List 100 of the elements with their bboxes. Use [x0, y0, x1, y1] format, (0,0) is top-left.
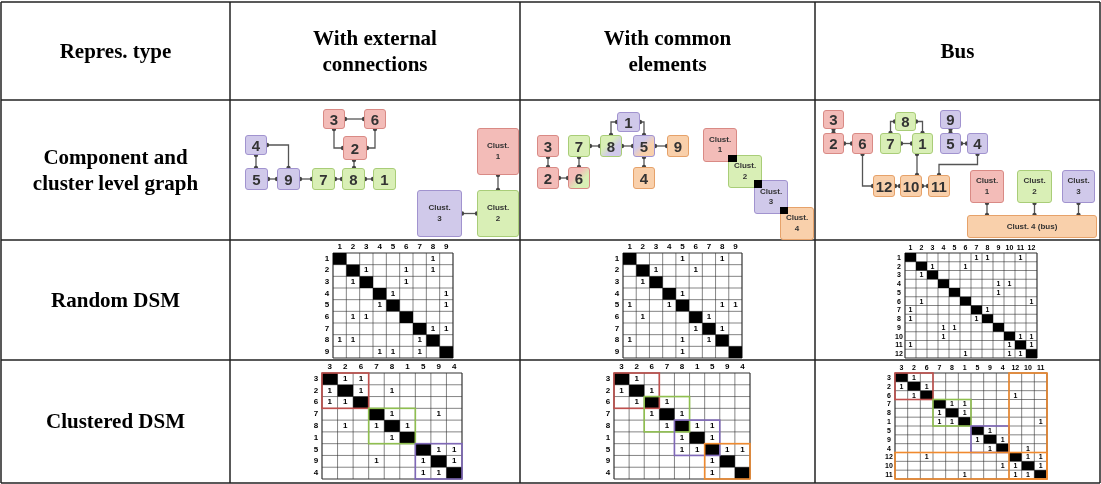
matrix-entry: 1 — [710, 469, 715, 478]
matrix-entry: 1 — [430, 266, 436, 275]
node-box: 8 — [342, 168, 365, 190]
matrix-entry: 1 — [436, 445, 441, 454]
column-number: 3 — [653, 243, 659, 251]
column-number: 8 — [719, 243, 725, 251]
matrix-entry: 1 — [627, 301, 632, 310]
matrix-entry: 1 — [405, 422, 410, 430]
node-box: 3 — [323, 109, 345, 129]
column-number: 8 — [389, 363, 395, 371]
matrix-entry: 1 — [358, 386, 364, 395]
column-number: 8 — [679, 363, 685, 371]
node-box: 4 — [245, 135, 267, 155]
node-box: 10 — [900, 175, 922, 197]
column-number: 3 — [619, 363, 624, 371]
cluster-box: Clust. 3 — [1062, 170, 1095, 203]
matrix-entry: 1 — [710, 457, 715, 466]
matrix-entry: 1 — [444, 301, 449, 310]
matrix-entry: 1 — [404, 266, 409, 275]
row-number: 5 — [324, 301, 330, 310]
row-number: 6 — [324, 313, 330, 322]
column-header: With external connections — [312, 24, 438, 78]
node-box: 9 — [940, 110, 961, 129]
row-number: 8 — [324, 336, 330, 345]
cluster-box: Clust. 1 — [970, 170, 1004, 203]
row-header: Component and cluster level graph — [31, 143, 200, 197]
row-number: 3 — [605, 374, 611, 383]
matrix-entry: 1 — [634, 374, 639, 383]
matrix-entry: 1 — [740, 445, 745, 454]
matrix-entry: 1 — [719, 301, 725, 310]
matrix-entry: 1 — [374, 422, 379, 430]
row-number: 2 — [614, 266, 620, 275]
column-number: 3 — [327, 363, 332, 371]
matrix-entry: 1 — [627, 336, 632, 345]
row-number: 2 — [324, 266, 330, 275]
node-box: 8 — [600, 135, 622, 157]
node-box: 11 — [928, 175, 950, 197]
matrix-entry: 1 — [679, 433, 685, 442]
node-box: 3 — [823, 110, 844, 129]
column-number: 9 — [436, 363, 441, 371]
matrix-entry: 1 — [430, 254, 436, 263]
matrix-entry: 1 — [680, 289, 685, 298]
column-number: 2 — [343, 363, 348, 371]
row-number: 8 — [313, 422, 319, 430]
column-number: 6 — [404, 243, 409, 251]
matrix-entry: 1 — [436, 410, 441, 419]
column-header: Repres. type — [59, 37, 172, 65]
matrix-entry: 1 — [634, 398, 639, 407]
column-number: 6 — [649, 363, 654, 371]
column-number: 5 — [390, 243, 396, 251]
matrix-entry: 1 — [389, 410, 395, 419]
matrix-entry: 1 — [430, 324, 436, 333]
row-number: 7 — [313, 410, 319, 419]
matrix-entry: 1 — [377, 348, 382, 357]
matrix-entry: 1 — [679, 410, 685, 419]
row-number: 9 — [324, 348, 330, 357]
node-box: 12 — [873, 175, 895, 197]
matrix-entry: 1 — [693, 266, 698, 275]
row-number: 7 — [324, 324, 330, 333]
cluster-box: Clust. 2 — [1017, 170, 1052, 203]
matrix-entry: 1 — [693, 324, 698, 333]
column-number: 1 — [694, 363, 700, 371]
row-number: 5 — [313, 445, 319, 454]
matrix-entry: 1 — [653, 266, 659, 275]
column-number: 1 — [627, 243, 632, 251]
row-number: 3 — [313, 374, 319, 383]
node-box: 1 — [373, 168, 396, 190]
column-number: 2 — [634, 363, 639, 371]
row-number: 5 — [614, 301, 620, 310]
matrix-entry: 1 — [436, 469, 441, 478]
node-box: 1 — [617, 112, 640, 132]
cluster-box: Clust. 3 — [417, 190, 462, 237]
matrix-entry: 1 — [640, 313, 646, 322]
row-number: 8 — [605, 422, 611, 430]
matrix-entry: 1 — [404, 278, 409, 287]
matrix-entry: 1 — [452, 457, 457, 466]
row-number: 6 — [605, 398, 611, 407]
node-box: 2 — [343, 136, 367, 160]
row-number: 8 — [614, 336, 620, 345]
node-box: 5 — [940, 133, 961, 154]
matrix-entry: 1 — [710, 433, 715, 442]
matrix-entry: 1 — [417, 348, 422, 357]
matrix-entry: 1 — [725, 445, 730, 454]
matrix-entry: 1 — [680, 336, 685, 345]
node-box: 9 — [667, 135, 689, 157]
row-header: Clustered DSM — [46, 408, 185, 435]
row-number: 4 — [605, 469, 611, 478]
matrix-entry: 1 — [327, 398, 332, 407]
row-number: 7 — [605, 410, 611, 419]
node-box: 4 — [967, 133, 988, 154]
node-box: 2 — [823, 133, 844, 154]
node-box: 9 — [277, 168, 300, 190]
row-number: 4 — [324, 289, 330, 298]
column-number: 7 — [664, 363, 670, 371]
matrix-entry: 1 — [327, 386, 332, 395]
row-number: 7 — [614, 324, 620, 333]
row-number: 4 — [313, 469, 319, 478]
matrix-entry: 1 — [619, 386, 624, 395]
matrix-entry: 1 — [420, 469, 426, 478]
row-number: 6 — [313, 398, 319, 407]
